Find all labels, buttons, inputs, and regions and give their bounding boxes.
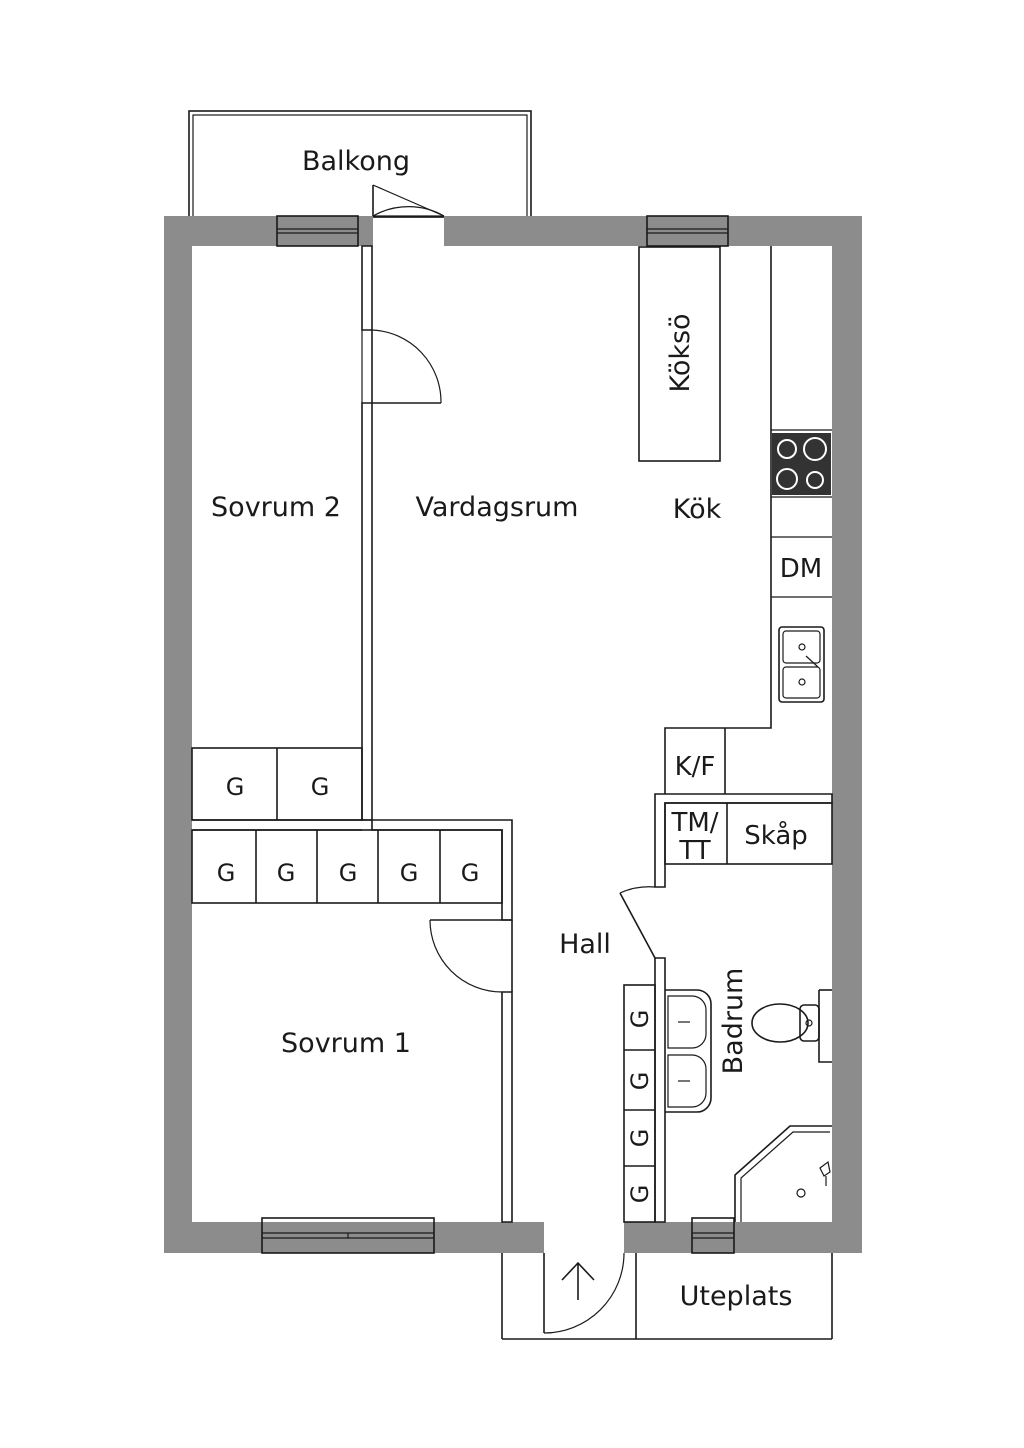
stove-icon: [772, 433, 831, 495]
wardrobe-label: G: [400, 859, 419, 887]
wardrobes-sovrum2: [191, 747, 363, 821]
label-uteplats: Uteplats: [680, 1281, 793, 1312]
window-badrum: [691, 1217, 735, 1254]
shower-icon: [734, 1125, 832, 1222]
wardrobe-label: G: [626, 1129, 654, 1148]
entrance-door: [543, 1252, 625, 1334]
wardrobe-label: G: [311, 773, 330, 801]
door-sovrum1: [429, 919, 513, 993]
label-sovrum1: Sovrum 1: [281, 1028, 411, 1059]
label-balkong: Balkong: [302, 146, 410, 177]
window-kok: [646, 215, 729, 247]
label-sovrum2: Sovrum 2: [211, 492, 341, 523]
kitchen-sink-icon: [778, 626, 825, 703]
label-vardagsrum: Vardagsrum: [416, 492, 579, 523]
label-dm: DM: [780, 554, 822, 584]
door-badrum: [619, 886, 656, 959]
label-badrum: Badrum: [718, 968, 749, 1075]
wardrobe-labels: G G G G G G G G G G G: [217, 773, 654, 1203]
wardrobe-label: G: [626, 1010, 654, 1029]
wardrobe-label: G: [339, 859, 358, 887]
label-kokso: Köksö: [665, 313, 696, 392]
wardrobe-label: G: [461, 859, 480, 887]
uteplats-outline: [501, 1253, 833, 1340]
label-kf: K/F: [675, 752, 716, 782]
wardrobe-label: G: [226, 773, 245, 801]
washbasin-icon: [665, 989, 712, 1113]
door-sovrum2: [371, 329, 442, 404]
label-tm: TM/: [670, 808, 718, 838]
label-tt: TT: [678, 836, 710, 866]
label-skap: Skåp: [744, 820, 808, 851]
wardrobe-label: G: [626, 1185, 654, 1204]
wardrobes-sovrum1: [191, 829, 503, 904]
kitchen-counter: [664, 246, 832, 794]
wardrobe-label: G: [217, 859, 236, 887]
balcony-door: [362, 184, 445, 246]
exterior-walls: [164, 216, 862, 1253]
interior-walls: [192, 245, 833, 1223]
wardrobe-label: G: [277, 859, 296, 887]
window-sovrum1: [261, 1217, 435, 1254]
toilet-icon: [751, 989, 832, 1063]
wardrobe-label: G: [626, 1072, 654, 1091]
cupboards: [664, 802, 833, 865]
label-kok: Kök: [673, 494, 722, 525]
wardrobes-hall: [623, 984, 656, 1223]
window-sovrum2: [276, 215, 359, 247]
kitchen-island: [638, 246, 721, 462]
label-hall: Hall: [559, 929, 611, 960]
